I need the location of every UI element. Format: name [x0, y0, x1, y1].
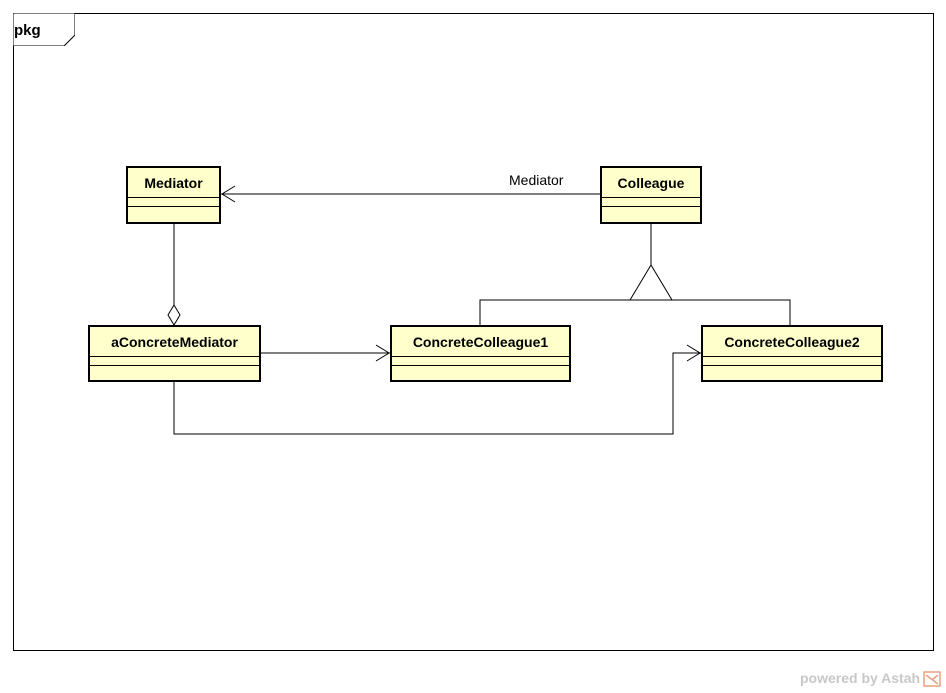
class-name: Colleague [602, 168, 700, 198]
class-name: ConcreteColleague2 [703, 327, 881, 357]
package-tab [13, 13, 75, 46]
operations-compartment [392, 366, 569, 375]
powered-by-text: powered by Astah [800, 670, 921, 686]
package-label: pkg [14, 22, 41, 39]
class-mediator[interactable]: Mediator [126, 166, 221, 224]
association-arrowhead-mediator [221, 185, 236, 203]
class-concrete-colleague2[interactable]: ConcreteColleague2 [701, 325, 883, 382]
operations-compartment [602, 207, 700, 216]
attributes-compartment [128, 198, 219, 207]
class-name: ConcreteColleague1 [392, 327, 569, 357]
aggregation-diamond [167, 304, 181, 326]
attributes-compartment [602, 198, 700, 207]
generalization-line-colleague1 [479, 299, 630, 325]
association-arrowhead-colleague1 [375, 344, 390, 362]
operations-compartment [90, 366, 259, 375]
attributes-compartment [90, 357, 259, 366]
attributes-compartment [392, 357, 569, 366]
operations-compartment [703, 366, 881, 375]
class-concrete-mediator[interactable]: aConcreteMediator [88, 325, 261, 382]
class-name: Mediator [128, 168, 219, 198]
class-colleague[interactable]: Colleague [600, 166, 702, 224]
association-line-colleague2 [173, 352, 701, 435]
class-concrete-colleague1[interactable]: ConcreteColleague1 [390, 325, 571, 382]
association-role-label: Mediator [509, 172, 564, 188]
astah-logo-icon [923, 670, 941, 693]
association-arrowhead-colleague2 [686, 344, 701, 362]
class-name: aConcreteMediator [90, 327, 259, 357]
package-frame [13, 13, 934, 651]
attributes-compartment [703, 357, 881, 366]
generalization-triangle [629, 264, 673, 301]
operations-compartment [128, 207, 219, 216]
generalization-line-colleague2 [672, 299, 791, 325]
